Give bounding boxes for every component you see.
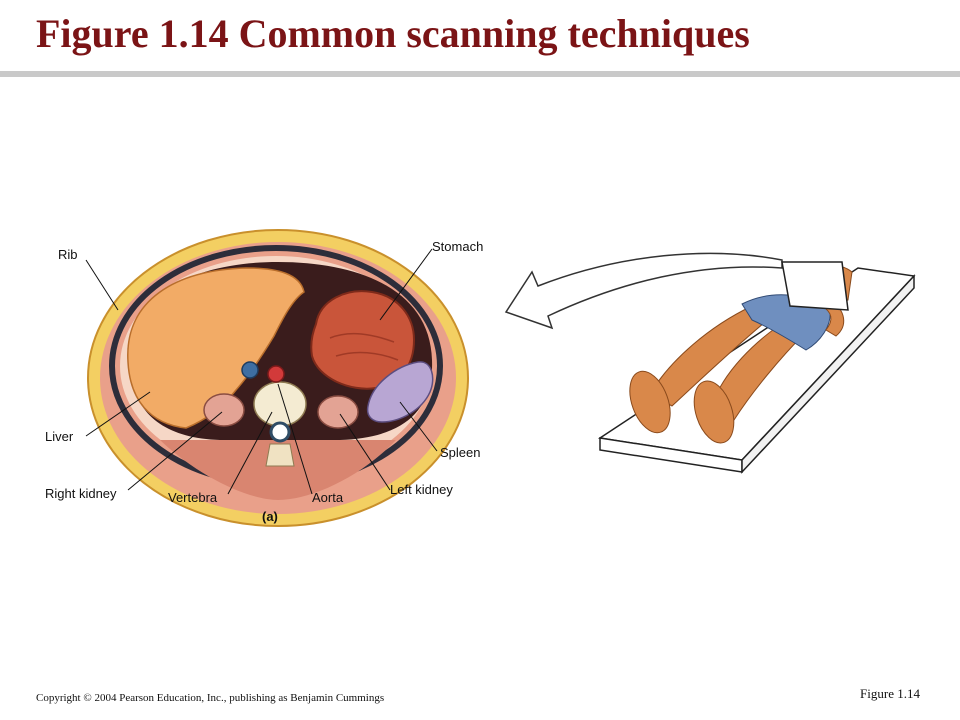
right-kidney-organ <box>203 393 245 427</box>
slide-title: Figure 1.14 Common scanning techniques <box>36 11 750 56</box>
patient-on-table <box>597 261 916 474</box>
leader-lines <box>85 248 438 495</box>
figure-reference: Figure 1.14 <box>860 686 920 701</box>
copyright-notice: Copyright © 2004 Pearson Education, Inc.… <box>36 692 385 704</box>
label-aorta: Aorta <box>312 490 344 505</box>
aorta-vessel <box>267 365 285 383</box>
title-divider <box>0 71 960 77</box>
left-kidney-organ <box>317 395 359 429</box>
label-vertebra: Vertebra <box>168 490 218 505</box>
curved-arrow <box>504 252 783 330</box>
label-panel-a: (a) <box>262 509 278 524</box>
label-liver: Liver <box>45 429 74 444</box>
label-rib: Rib <box>58 247 78 262</box>
spleen-organ <box>366 361 434 423</box>
liver-organ <box>127 267 305 429</box>
label-left-kidney: Left kidney <box>390 482 453 497</box>
abdominal-cross-section <box>87 229 469 527</box>
label-right-kidney: Right kidney <box>45 486 117 501</box>
label-spleen: Spleen <box>440 445 480 460</box>
vertebra-bone <box>253 381 307 427</box>
label-stomach: Stomach <box>432 239 483 254</box>
